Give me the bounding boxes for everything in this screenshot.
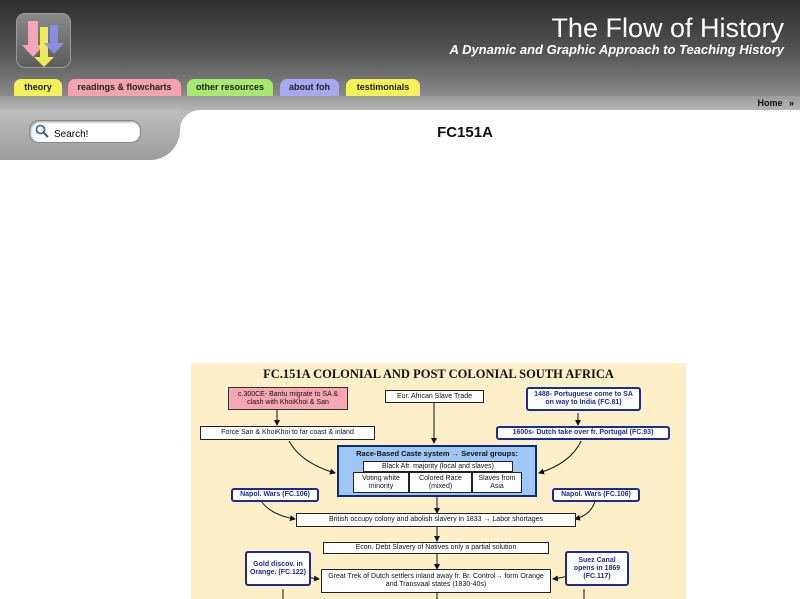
flow-of-history-logo[interactable] (16, 13, 71, 68)
logo-arrows-icon (22, 21, 64, 67)
suez-canal-box: Suez Canal opens in 1869 (FC.117) (565, 551, 629, 586)
home-label: Home (757, 98, 783, 108)
voting-minority-box: Voting white minority (353, 472, 409, 493)
bantu-box: c.300CE- Bantu migrate to SA & clash wit… (228, 387, 348, 410)
tab-other-resources[interactable]: other resources (187, 79, 273, 96)
sub-nav-bar (0, 96, 800, 110)
debt-slavery-box: Econ. Debt Slavery of Natives only a par… (323, 542, 549, 554)
home-link[interactable]: Home » (757, 98, 794, 108)
search-box[interactable]: Search! (29, 120, 141, 143)
gold-discovery-box: Gold discov. in Orange. (FC.122) (245, 551, 311, 586)
tab-theory[interactable]: theory (14, 79, 62, 96)
site-subtitle: A Dynamic and Graphic Approach to Teachi… (449, 42, 784, 57)
force-san-box: Force San & KhoiKhoi to far coast & inla… (200, 426, 375, 440)
portuguese-box: 1488- Portuguese come to SA on way to In… (526, 387, 641, 411)
dutch-box: 1600s- Dutch take over fr. Portugal (FC.… (496, 426, 670, 440)
napol-wars-left-box: Napol. Wars (FC.106) (231, 488, 319, 502)
black-majority-box: Black Afr. majority (local and slaves) (363, 461, 513, 472)
page-title: FC151A (437, 124, 493, 141)
panel-curve-decoration (180, 110, 220, 130)
british-box: British occupy colony and abolish slaver… (296, 513, 576, 527)
site-title: The Flow of History (551, 13, 784, 43)
caste-system-box: Race-Based Caste system → Several groups… (337, 445, 537, 497)
tab-readings-flowcharts[interactable]: readings & flowcharts (68, 79, 181, 96)
search-label: Search! (54, 129, 89, 140)
flowchart-title: FC.151A COLONIAL AND POST COLONIAL SOUTH… (263, 367, 614, 381)
flowchart-image: FC.151A COLONIAL AND POST COLONIAL SOUTH… (191, 363, 686, 599)
slave-trade-box: Eur. African Slave Trade (385, 390, 484, 403)
caste-title: Race-Based Caste system → Several groups… (356, 449, 518, 458)
tab-testimonials[interactable]: testimonials (346, 79, 420, 96)
search-icon (35, 124, 49, 138)
great-trek-box: Great Trek of Dutch settlers inland away… (321, 569, 551, 593)
tab-about-foh[interactable]: about foh (280, 79, 339, 96)
double-chevron-right-icon: » (788, 98, 794, 108)
slaves-asia-box: Slaves from Asia (472, 472, 522, 493)
colored-race-box: Colored Race (mixed) (409, 472, 472, 493)
napol-wars-right-box: Napol. Wars (FC.106) (552, 488, 640, 502)
